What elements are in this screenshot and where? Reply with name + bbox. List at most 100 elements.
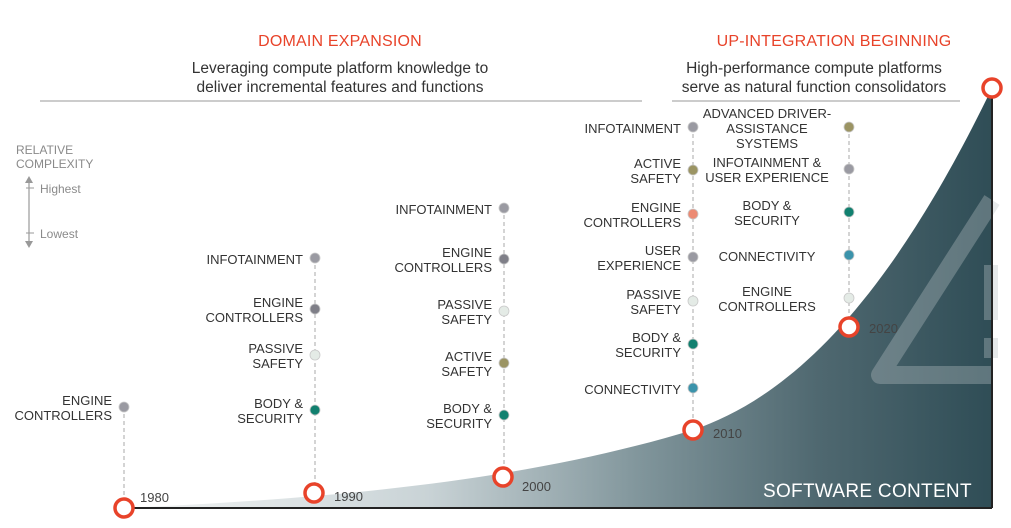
item-dot-2020-1 <box>843 163 855 175</box>
item-label-line: INFOTAINMENT & <box>712 155 822 170</box>
legend-highest: Highest <box>40 182 81 196</box>
item-label-line: SYSTEMS <box>735 135 799 151</box>
curve-end-marker <box>981 77 1003 99</box>
milestone-marker-2000 <box>492 466 514 488</box>
item-label-line: SECURITY <box>237 411 303 426</box>
item-label-2020-2: BODY &SECURITY <box>697 198 837 228</box>
item-dot-1990-3 <box>309 404 321 416</box>
item-label-1990-0: INFOTAINMENT <box>206 252 303 267</box>
item-dot-2010-6 <box>687 382 699 394</box>
item-dot-2020-2 <box>843 206 855 218</box>
item-label-line: INFOTAINMENT <box>395 201 492 217</box>
year-label-2020: 2020 <box>869 321 898 336</box>
item-label-line: SAFETY <box>441 364 492 379</box>
item-dot-2020-4 <box>843 292 855 304</box>
right-header-title: UP-INTEGRATION BEGINNING <box>716 33 952 50</box>
item-dot-1990-1 <box>309 303 321 315</box>
left-header-subtitle: Leveraging compute platform knowledge to… <box>140 59 540 97</box>
item-dot-2000-3 <box>498 357 510 369</box>
item-label-line: ACTIVE <box>634 156 681 171</box>
item-label-line: CONTROLLERS <box>583 215 681 230</box>
item-label-line: PASSIVE <box>626 287 681 302</box>
item-label-line: BODY & <box>742 198 792 213</box>
legend-title: RELATIVE COMPLEXITY <box>16 143 93 171</box>
item-label-line: EXPERIENCE <box>597 258 681 273</box>
item-label-line: BODY & <box>443 401 492 416</box>
item-dot-2010-2 <box>687 208 699 220</box>
item-dot-2010-0 <box>687 121 699 133</box>
item-dot-1980-0 <box>118 401 130 413</box>
item-label-1990-3: BODY &SECURITY <box>237 396 303 426</box>
year-label-1980: 1980 <box>140 490 169 505</box>
item-label-line: CONNECTIVITY <box>584 381 681 397</box>
item-label-2000-0: INFOTAINMENT <box>395 202 492 217</box>
item-label-line: PASSIVE <box>248 341 303 356</box>
item-dot-2000-2 <box>498 305 510 317</box>
item-dot-1990-0 <box>309 252 321 264</box>
item-label-line: SAFETY <box>252 356 303 371</box>
year-label-2010: 2010 <box>713 426 742 441</box>
item-label-2000-4: BODY &SECURITY <box>426 401 492 431</box>
complexity-arrow-icon <box>25 176 34 248</box>
software-content-area <box>124 88 992 508</box>
milestone-marker-2020 <box>838 316 860 338</box>
item-label-line: SAFETY <box>630 302 681 317</box>
item-label-line: PASSIVE <box>437 297 492 312</box>
left-subtitle-line-1: Leveraging compute platform knowledge to <box>191 60 489 77</box>
item-label-2020-3: CONNECTIVITY <box>697 249 837 264</box>
item-label-line: USER <box>644 243 681 258</box>
item-dot-2000-1 <box>498 253 510 265</box>
item-dot-1990-2 <box>309 349 321 361</box>
item-label-line: ENGINE <box>253 295 303 310</box>
left-subtitle-line-2: deliver incremental features and functio… <box>196 79 484 96</box>
item-label-line: ENGINE <box>742 284 792 299</box>
milestone-marker-2010 <box>682 419 704 441</box>
item-label-line: INFOTAINMENT <box>206 251 303 267</box>
item-label-2010-0: INFOTAINMENT <box>584 121 681 136</box>
year-label-2000: 2000 <box>522 479 551 494</box>
item-dot-2010-4 <box>687 295 699 307</box>
right-subtitle-line-1: High-performance compute platforms <box>686 60 942 77</box>
item-label-line: ENGINE <box>631 200 681 215</box>
item-label-line: INFOTAINMENT <box>584 120 681 136</box>
item-label-line: CONTROLLERS <box>205 310 303 325</box>
legend-lowest: Lowest <box>40 227 79 241</box>
item-label-line: SECURITY <box>615 345 681 360</box>
item-label-line: ENGINE <box>62 393 112 408</box>
item-dot-2010-3 <box>687 251 699 263</box>
item-label-line: SAFETY <box>630 171 681 186</box>
item-label-line: ACTIVE <box>445 349 492 364</box>
item-label-2020-1: INFOTAINMENT &USER EXPERIENCE <box>697 155 837 185</box>
item-label-line: CONTROLLERS <box>718 299 816 314</box>
right-header-subtitle: High-performance compute platforms serve… <box>654 59 974 97</box>
item-label-2010-6: CONNECTIVITY <box>584 382 681 397</box>
item-label-2010-5: BODY &SECURITY <box>615 330 681 360</box>
item-label-line: SAFETY <box>441 312 492 327</box>
item-dot-2020-0 <box>843 121 855 133</box>
year-label-1990: 1990 <box>334 489 363 504</box>
software-content-label: SOFTWARE CONTENT <box>763 481 972 502</box>
milestone-marker-1990 <box>303 482 325 504</box>
item-label-line: SECURITY <box>734 213 800 228</box>
item-dot-2000-4 <box>498 409 510 421</box>
item-dot-2000-0 <box>498 202 510 214</box>
item-label-line: SECURITY <box>426 416 492 431</box>
item-label-line: BODY & <box>254 396 303 411</box>
item-label-line: CONTROLLERS <box>394 260 492 275</box>
item-label-line: BODY & <box>632 330 681 345</box>
legend-title-line-1: RELATIVE <box>16 143 74 157</box>
legend-title-line-2: COMPLEXITY <box>16 157 94 171</box>
item-dot-2010-5 <box>687 338 699 350</box>
